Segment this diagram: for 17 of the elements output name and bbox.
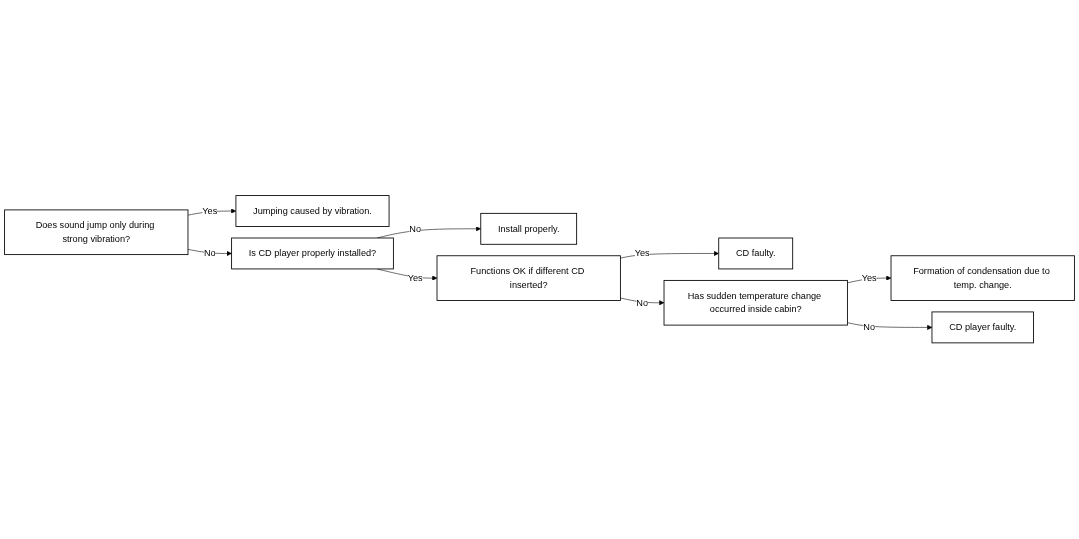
node-box: Jumping caused by vibration. [235,195,390,228]
edge-label: No [636,297,649,308]
edge-label: No [863,322,876,333]
node-box: Has sudden temperature change occurred inside cabin? [663,280,848,326]
edge-label: No [203,248,216,259]
edge-label: No [409,223,422,234]
node-box: CD faulty. [718,237,794,270]
node-box: Does sound jump only during strong vibration? [4,209,189,256]
node-box: Install properly. [480,213,578,245]
node-box: Is CD player properly installed? [231,237,394,270]
node-box: Functions OK if different CD inserted? [436,255,621,302]
edge-label: Yes [202,206,218,216]
node-box: Formation of condensation due to temp. change. [890,255,1075,302]
node-box: CD player faulty. [931,311,1034,344]
edge-label: Yes [407,273,423,283]
edge-label: Yes [634,248,650,259]
edge-label: Yes [861,273,877,283]
